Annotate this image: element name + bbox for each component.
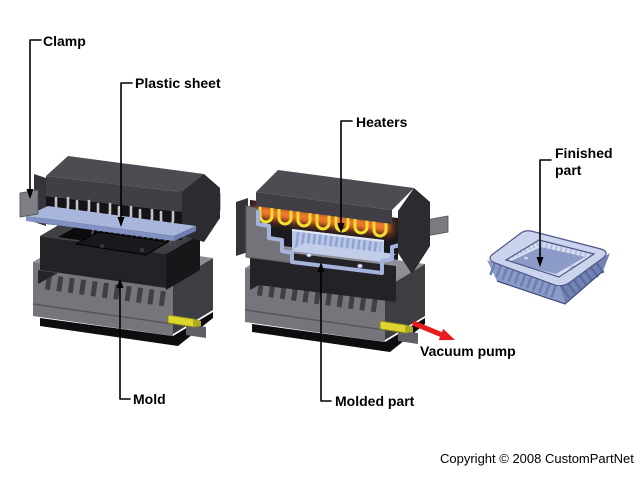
plastic-sheet-leader-line: [120, 82, 133, 219]
clamp-arrow-down-icon: [26, 189, 34, 199]
leader-arrowheads: [26, 189, 544, 288]
stage1-machine: [19, 156, 220, 346]
hood-side-face: [398, 188, 430, 274]
sheet-cross-section: [256, 210, 402, 275]
vent-dot: [357, 263, 363, 269]
tray-inner-ribs-back: [540, 239, 592, 259]
stage1-plastic-sheet: [26, 206, 196, 241]
clamp-leader-line: [29, 39, 42, 191]
molded-part-leader-line: [320, 271, 332, 402]
copyright-text: Copyright © 2008 CustomPartNet: [440, 451, 634, 466]
mold-cavity-floor: [74, 231, 170, 256]
heaters-label: Heaters: [356, 114, 408, 130]
molded-part-arrow-up-icon: [317, 262, 325, 272]
heaters-leader-line: [340, 120, 353, 225]
plastic-sheet-label: Plastic sheet: [135, 75, 221, 91]
hood-top-face: [46, 156, 204, 192]
leader-lines: [29, 39, 552, 402]
plastic-sheet-arrow-down-icon: [117, 217, 125, 227]
molded-part-flange: [290, 243, 396, 262]
sheet-top-face: [26, 206, 196, 236]
mold-vent-hole: [140, 248, 144, 252]
mold-side-face: [166, 234, 200, 290]
tray-rim: [489, 230, 607, 287]
sheet-right-edge: [174, 226, 196, 241]
mold-leader-line: [119, 287, 131, 400]
tray-bottom-outline: [496, 270, 604, 305]
mold-arrow-up-icon: [116, 278, 124, 288]
hood-left-wall: [236, 198, 248, 256]
hood-front-face: [46, 176, 182, 212]
mold-front-face: [40, 236, 166, 288]
hood-top-face: [256, 170, 414, 210]
sheet-front-edge: [26, 216, 174, 241]
vacuum-arrow-shaft: [412, 320, 442, 337]
clamp-label: Clamp: [43, 33, 86, 49]
stage3-finished-part: [487, 230, 610, 305]
molded-part-label: Molded part: [335, 393, 415, 409]
tray-floor: [509, 247, 585, 274]
mold-label: Mold: [133, 391, 166, 407]
molded-part-top-highlight: [291, 229, 385, 242]
stage2-molded-part: [256, 210, 402, 275]
vacuum-arrow-head-icon: [438, 328, 455, 341]
tray-right-ribs: [559, 257, 608, 299]
heaters-arrow-down-icon: [337, 223, 345, 233]
hood-front-face: [256, 192, 392, 224]
mold-vent-hole: [100, 244, 104, 248]
vent-dot: [306, 252, 312, 258]
finished-part-label: Finished part: [555, 145, 613, 178]
stage2-machine: [236, 170, 449, 352]
vacuum-pump-label: Vacuum pump: [420, 343, 516, 359]
vent-dot: [523, 255, 529, 261]
tray-front-ribs: [489, 259, 560, 299]
vacuum-flow-arrow: [412, 320, 455, 341]
finished-part-leader-line: [539, 159, 552, 259]
finished-part-arrow-down-icon: [536, 257, 544, 267]
